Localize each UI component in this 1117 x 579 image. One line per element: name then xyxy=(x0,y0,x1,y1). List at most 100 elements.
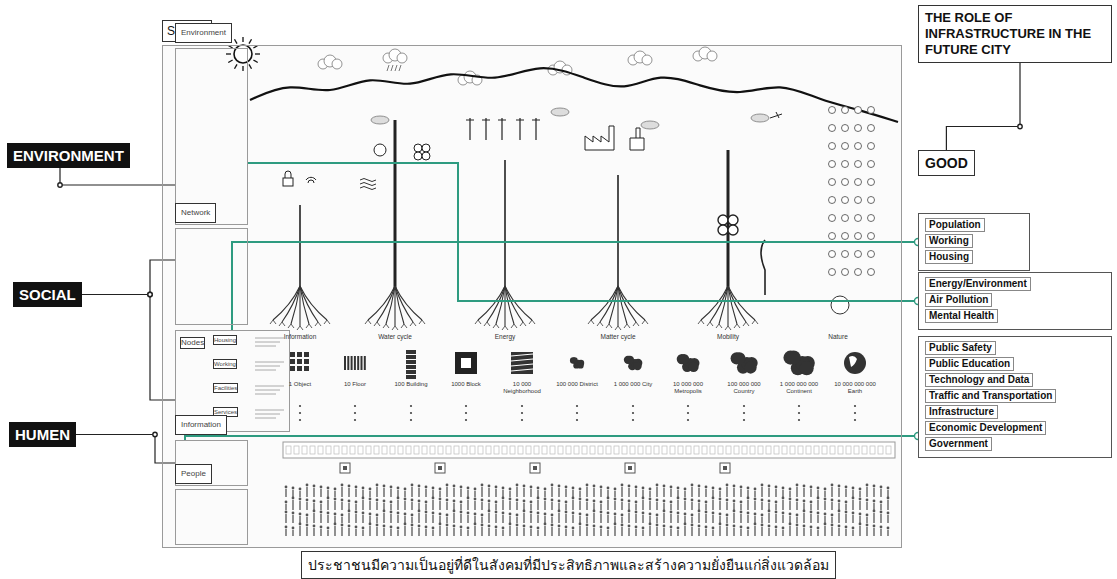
person-body xyxy=(887,530,888,536)
root-twig xyxy=(636,322,639,326)
person-body xyxy=(677,530,678,536)
factory-icon xyxy=(585,126,614,150)
data-cell xyxy=(398,446,403,454)
person-body xyxy=(320,529,321,536)
root-twig xyxy=(413,322,416,326)
pylon-icon xyxy=(532,118,540,140)
person-head xyxy=(362,497,365,500)
infrastructure-tree xyxy=(475,160,535,330)
tree-root xyxy=(487,286,505,322)
person-body xyxy=(509,501,510,510)
person-body xyxy=(691,502,692,510)
person-head xyxy=(754,523,757,526)
person-body xyxy=(663,488,664,497)
person-body xyxy=(873,528,874,536)
sun-ray xyxy=(242,66,243,71)
person-body xyxy=(740,504,741,510)
person-body xyxy=(712,500,713,510)
person-head xyxy=(313,510,316,513)
person-body xyxy=(383,503,384,510)
scale-dot xyxy=(854,412,856,414)
person-body xyxy=(775,529,776,536)
person-body xyxy=(488,503,489,510)
data-cell xyxy=(654,446,659,454)
root-twig xyxy=(737,324,740,328)
person-head xyxy=(607,497,610,500)
person-body xyxy=(600,489,601,497)
person-head xyxy=(803,525,806,528)
person-body xyxy=(551,502,552,510)
person-head xyxy=(852,487,855,490)
person-head xyxy=(306,524,309,527)
water-tower xyxy=(374,144,386,156)
person-head xyxy=(747,512,750,515)
person-body xyxy=(726,502,727,510)
person-body xyxy=(656,517,657,523)
data-cell xyxy=(350,446,355,454)
person-head xyxy=(831,499,834,502)
root-twig xyxy=(309,324,312,328)
person-body xyxy=(439,526,440,536)
data-cell xyxy=(406,446,411,454)
person-body xyxy=(579,501,580,510)
node-text: Working xyxy=(925,234,973,248)
person-body xyxy=(782,530,783,536)
flower-petal xyxy=(422,152,430,160)
root-twig xyxy=(300,326,303,330)
person-body xyxy=(425,489,426,497)
person-head xyxy=(586,514,589,517)
person-body xyxy=(502,490,503,497)
category-tag: HUMEN xyxy=(9,422,76,447)
root-twig xyxy=(306,324,309,328)
scale-label: 10 Floor xyxy=(328,381,382,388)
data-cell xyxy=(454,446,459,454)
person-head xyxy=(320,526,323,529)
person-body xyxy=(530,514,531,523)
person-head xyxy=(341,499,344,502)
person-body xyxy=(285,514,286,523)
person-head xyxy=(320,501,323,504)
root-twig xyxy=(484,322,487,326)
floor-bar xyxy=(354,356,356,370)
person-body xyxy=(565,489,566,497)
person-body xyxy=(642,515,643,523)
person-head xyxy=(502,512,505,515)
person-head xyxy=(418,485,421,488)
person-body xyxy=(453,488,454,497)
person-head xyxy=(656,514,659,517)
person-head xyxy=(530,526,533,529)
nature-tree xyxy=(868,161,875,168)
person-body xyxy=(334,491,335,497)
scale-dot xyxy=(354,419,356,421)
person-head xyxy=(880,486,883,489)
person-body xyxy=(691,527,692,536)
person-body xyxy=(642,490,643,497)
person-head xyxy=(628,525,631,528)
person-body xyxy=(460,504,461,510)
person-head xyxy=(579,488,582,491)
person-body xyxy=(397,500,398,510)
person-body xyxy=(824,526,825,536)
person-body xyxy=(712,490,713,497)
person-body xyxy=(705,529,706,536)
person-body xyxy=(600,504,601,510)
person-body xyxy=(544,501,545,510)
scale-dot xyxy=(410,419,412,421)
scale-dot xyxy=(798,405,800,407)
mobility-wheel xyxy=(728,215,738,225)
node-text: Government xyxy=(925,437,992,451)
person-head xyxy=(775,486,778,489)
person-body xyxy=(761,502,762,510)
grid-cell xyxy=(290,359,295,364)
root-twig xyxy=(734,324,737,328)
person-head xyxy=(551,514,554,517)
person-body xyxy=(411,502,412,510)
app-icon xyxy=(625,463,635,473)
mobility-wheel xyxy=(718,215,728,225)
person-head xyxy=(663,485,666,488)
data-cell xyxy=(558,446,563,454)
person-body xyxy=(551,527,552,536)
person-head xyxy=(537,487,540,490)
person-body xyxy=(411,487,412,497)
person-body xyxy=(516,527,517,536)
